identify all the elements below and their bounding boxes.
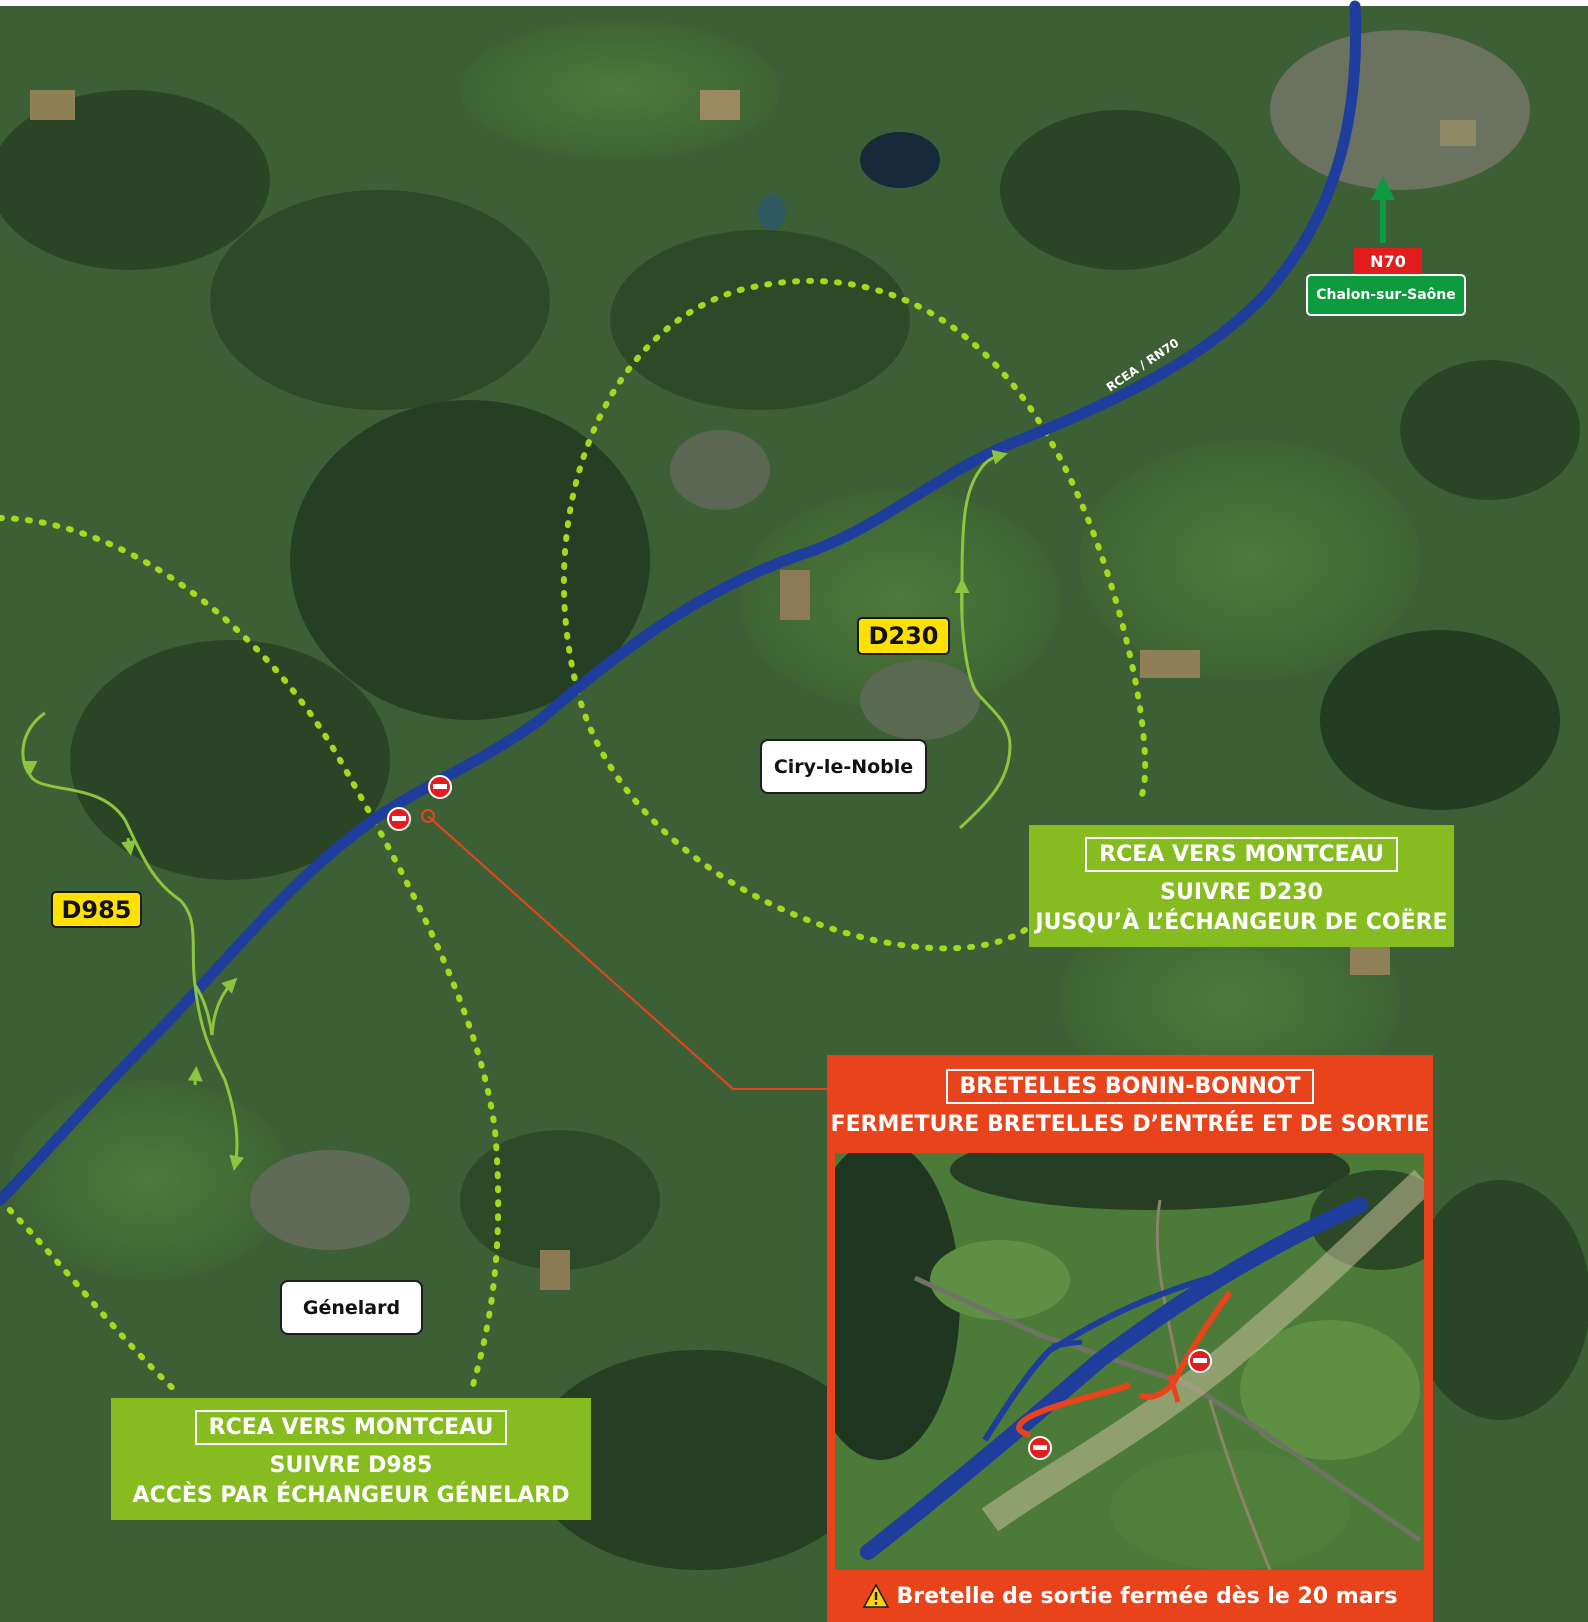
place-label-ciry-le-noble: Ciry-le-Noble xyxy=(760,739,927,794)
detour-panel-line: SUIVRE D985 xyxy=(269,1453,433,1478)
detour-area-west xyxy=(0,515,502,1398)
inset-closed-exit-ramp xyxy=(1138,1290,1233,1400)
detour-panel-line: ACCÈS PAR ÉCHANGEUR GÉNELARD xyxy=(132,1483,570,1508)
terrain-patches xyxy=(0,20,1588,1570)
inset-main-road xyxy=(860,1197,1368,1560)
warning-icon xyxy=(862,1584,889,1608)
detour-route-d985 xyxy=(21,711,245,1171)
no-entry-icon xyxy=(1188,1349,1212,1373)
detour-area-east xyxy=(560,277,1149,952)
road-shield-d985: D985 xyxy=(51,891,142,928)
closure-panel-subtitle: FERMETURE BRETELLES D’ENTRÉE ET DE SORTI… xyxy=(830,1112,1430,1137)
detour-panel-title: RCEA VERS MONTCEAU xyxy=(194,1410,508,1445)
closure-inset-frame-right xyxy=(1424,1145,1433,1570)
detour-panel-line: SUIVRE D230 xyxy=(1160,880,1323,905)
detour-route-d230 xyxy=(958,449,1012,830)
closure-inset-frame-left xyxy=(827,1145,835,1570)
no-entry-icon xyxy=(428,775,452,799)
destination-sign-chalon: Chalon-sur-Saône xyxy=(1306,274,1466,316)
closure-inset-photo xyxy=(835,1153,1424,1570)
detour-route-d985-link xyxy=(193,977,238,1036)
detour-panel-title: RCEA VERS MONTCEAU xyxy=(1085,837,1398,872)
closure-inset-frame-top xyxy=(827,1145,1433,1153)
no-entry-icon xyxy=(387,807,411,831)
road-shield-d230: D230 xyxy=(857,617,950,655)
detour-panel-east: RCEA VERS MONTCEAU SUIVRE D230 JUSQU’À L… xyxy=(1029,825,1454,947)
detour-panel-west: RCEA VERS MONTCEAU SUIVRE D985 ACCÈS PAR… xyxy=(111,1398,591,1520)
no-entry-icon xyxy=(1028,1436,1052,1460)
place-label-genelard: Génelard xyxy=(280,1280,423,1335)
closure-leader-line xyxy=(427,815,827,1090)
interchange-location-marker xyxy=(421,809,435,823)
detour-panel-line: JUSQU’À L’ÉCHANGEUR DE COËRE xyxy=(1035,910,1448,935)
road-sign-n70: N70 xyxy=(1354,248,1422,274)
closure-warning-text: Bretelle de sortie fermée dès le 20 mars xyxy=(896,1583,1398,1609)
closure-warning-bar: Bretelle de sortie fermée dès le 20 mars xyxy=(827,1570,1433,1622)
closure-panel: BRETELLES BONIN-BONNOT FERMETURE BRETELL… xyxy=(827,1055,1433,1145)
closure-panel-title: BRETELLES BONIN-BONNOT xyxy=(945,1069,1315,1104)
inset-closed-entry-ramp xyxy=(1016,1382,1131,1438)
